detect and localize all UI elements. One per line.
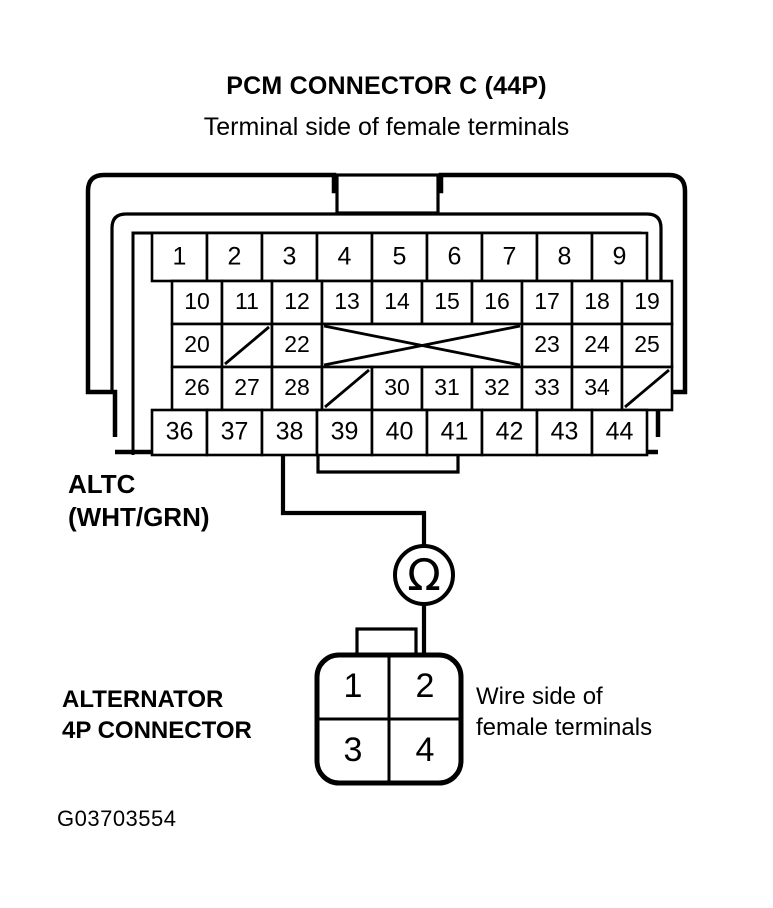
pin-label: 40	[386, 418, 414, 446]
pin-label: 19	[634, 288, 660, 314]
pin-label: 44	[606, 418, 634, 446]
pin-label: 34	[584, 374, 610, 400]
pin-label: 36	[166, 418, 194, 446]
pin-cell[interactable]	[315, 231, 374, 283]
pin-label: 10	[184, 288, 210, 314]
figure-code: G03703554	[57, 806, 177, 831]
pcm-row-3: 20 22 23 24 25	[170, 322, 674, 369]
pin-cell[interactable]	[620, 322, 674, 369]
pin-label: 25	[634, 331, 660, 357]
pin-label: 2	[228, 243, 242, 271]
pin-cell[interactable]	[170, 365, 224, 412]
pin-label: 24	[584, 331, 610, 357]
alternator-pin-label: 4	[416, 731, 435, 769]
pin-label: 28	[284, 374, 310, 400]
blank-cross-icon	[323, 324, 521, 367]
pin-cell[interactable]	[205, 408, 264, 457]
alternator-pin-label: 2	[416, 667, 435, 705]
page-title: PCM CONNECTOR C (44P)	[226, 72, 547, 100]
pin-label: 27	[234, 374, 260, 400]
top-locking-tab	[335, 173, 440, 215]
pin-label: 6	[448, 243, 462, 271]
pin-label: 15	[434, 288, 460, 314]
pin-label: 11	[235, 288, 259, 314]
pin-label: 3	[283, 243, 297, 271]
pin-label: 13	[334, 288, 360, 314]
pin-label: 26	[184, 374, 210, 400]
pin-label: 5	[393, 243, 407, 271]
pin-label: 12	[284, 288, 310, 314]
test-lead-pin38	[280, 455, 427, 548]
pin-label: 22	[284, 331, 310, 357]
pin-label: 8	[558, 243, 572, 271]
pin-cell[interactable]	[420, 279, 474, 326]
alternator-4p-connector: 1 2 3 4	[314, 627, 464, 786]
pcm-row-4: 26 27 28 30 31 32 33 34	[170, 365, 674, 412]
pin-label: 23	[534, 331, 560, 357]
page-subtitle: Terminal side of female terminals	[203, 113, 570, 141]
pin-cell[interactable]	[590, 408, 649, 457]
pin-cell[interactable]	[480, 231, 539, 283]
pin-label: 1	[173, 243, 187, 271]
pin-cell[interactable]	[370, 279, 424, 326]
blank-slash-icon	[324, 368, 370, 409]
pin-label: 42	[496, 418, 524, 446]
pin-cell[interactable]	[270, 279, 324, 326]
pin-label: 32	[484, 374, 510, 400]
ohm-symbol: Ω	[407, 550, 441, 601]
pin-label: 39	[331, 418, 359, 446]
pin-cell[interactable]	[270, 365, 324, 412]
pin-label: 37	[221, 418, 249, 446]
blank-slash-icon	[624, 368, 670, 409]
alternator-pin-label: 3	[344, 731, 363, 769]
pin-label: 9	[613, 243, 627, 271]
pin-cell[interactable]	[150, 231, 209, 283]
ohmmeter-icon: Ω	[393, 544, 455, 606]
pin-cell[interactable]	[425, 231, 484, 283]
alternator-connector-label: ALTERNATOR 4P CONNECTOR	[62, 686, 252, 745]
pin-label: 4	[338, 243, 352, 271]
blank-slash-icon	[224, 325, 270, 366]
pcm-row-1: 1 2 3 4 5 6 7 8 9	[150, 231, 649, 283]
pin-label: 33	[534, 374, 560, 400]
pcm-row-2: 10 11 12 13 14 15 16 17 18 19	[170, 279, 674, 326]
pin-cell[interactable]	[170, 279, 224, 326]
pin-label: 20	[184, 331, 210, 357]
pin-cell[interactable]	[590, 231, 649, 283]
alternator-pin-label: 1	[344, 667, 363, 705]
pin-label: 30	[384, 374, 410, 400]
pin-cell[interactable]	[535, 408, 594, 457]
wire-side-label: Wire side of female terminals	[476, 683, 653, 741]
pin-label: 14	[384, 288, 410, 314]
pin-cell[interactable]	[425, 408, 484, 457]
pin-label: 18	[584, 288, 610, 314]
pin-cell[interactable]	[260, 231, 319, 283]
pin-label: 7	[503, 243, 517, 271]
pin-cell[interactable]	[480, 408, 539, 457]
pin-label: 17	[534, 288, 560, 314]
pcm-row-5: 36 37 38 39 40 41 42 43 44	[150, 408, 649, 457]
altc-wire-label: ALTC (WHT/GRN)	[68, 469, 210, 532]
pin-label: 41	[441, 418, 469, 446]
pin-cell[interactable]	[535, 231, 594, 283]
pin-label: 43	[551, 418, 579, 446]
pin-label: 38	[276, 418, 304, 446]
pin-cell[interactable]	[570, 322, 624, 369]
pin-cell-38[interactable]	[260, 408, 319, 457]
pin-label: 31	[434, 374, 460, 400]
pin-label: 16	[484, 288, 510, 314]
